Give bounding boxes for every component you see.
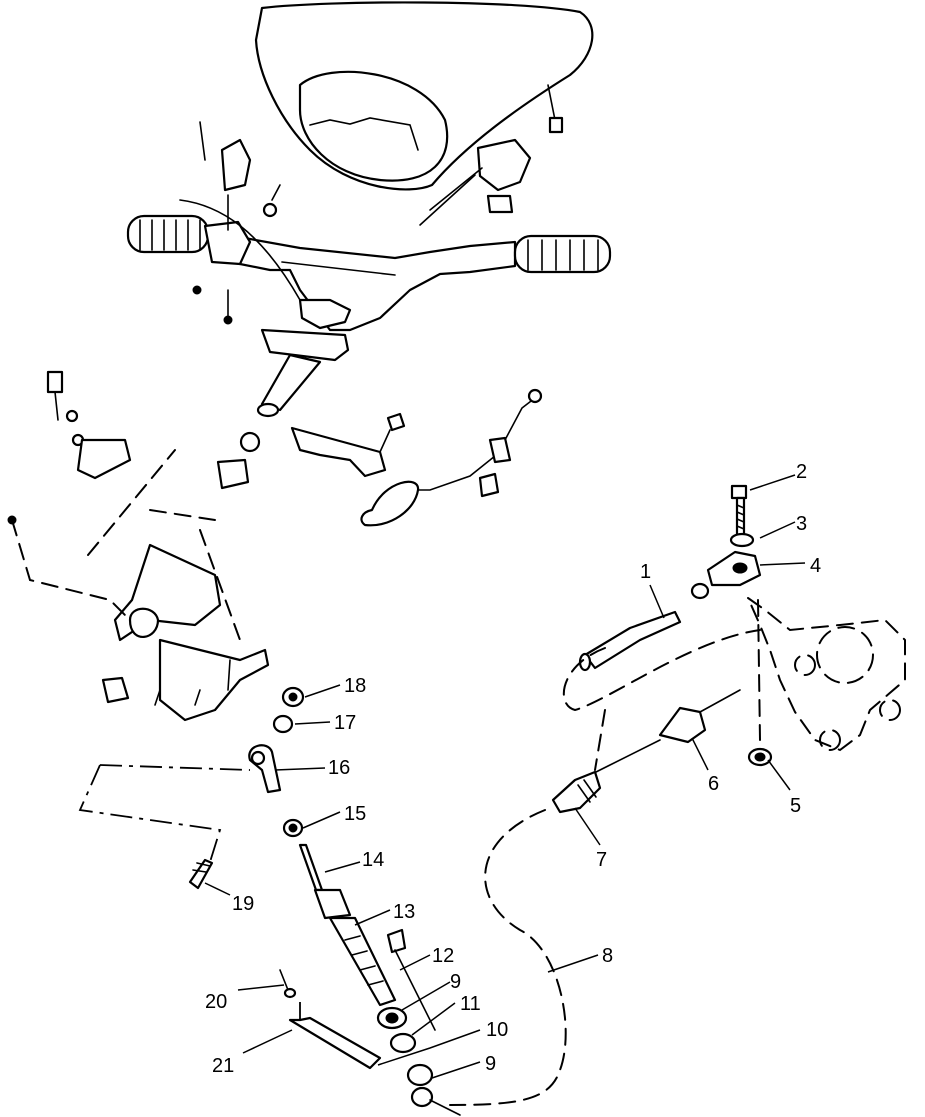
callout-15: 15 <box>344 803 366 825</box>
callout-7: 7 <box>596 849 607 871</box>
throttle-cable-assembly <box>449 484 906 1106</box>
leader-lines <box>204 474 806 1079</box>
callout-14: 14 <box>362 849 384 871</box>
callout-5: 5 <box>790 795 801 817</box>
throttle-switch-housing <box>419 138 532 226</box>
callout-1: 1 <box>640 561 651 583</box>
callout-18: 18 <box>344 675 366 697</box>
callout-2: 2 <box>796 461 807 483</box>
callout-8: 8 <box>602 945 613 967</box>
callout-21: 21 <box>212 1055 234 1077</box>
callout-12: 12 <box>432 945 454 967</box>
callout-labels: 1 2 3 4 5 6 7 8 9 9 10 11 12 13 14 15 16… <box>205 461 821 1077</box>
key-switch-bracket <box>290 412 406 478</box>
callout-19: 19 <box>232 893 254 915</box>
handlebar <box>126 199 612 332</box>
callout-9-lower: 9 <box>485 1053 496 1075</box>
callout-9-upper: 9 <box>450 971 461 993</box>
callout-3: 3 <box>796 513 807 535</box>
callout-4: 4 <box>810 555 821 577</box>
handlebar-pod <box>254 1 594 191</box>
lower-cable-linkage <box>78 686 461 1116</box>
callout-11: 11 <box>460 993 481 1015</box>
callout-16: 16 <box>328 757 350 779</box>
callout-20: 20 <box>205 991 227 1013</box>
callout-10: 10 <box>486 1019 508 1041</box>
brake-lever-bracket <box>192 121 281 325</box>
steering-post <box>216 328 350 490</box>
column-support-assembly <box>7 370 270 722</box>
callout-13: 13 <box>393 901 415 923</box>
callout-6: 6 <box>708 773 719 795</box>
callout-17: 17 <box>334 712 356 734</box>
safety-tether <box>360 388 543 527</box>
